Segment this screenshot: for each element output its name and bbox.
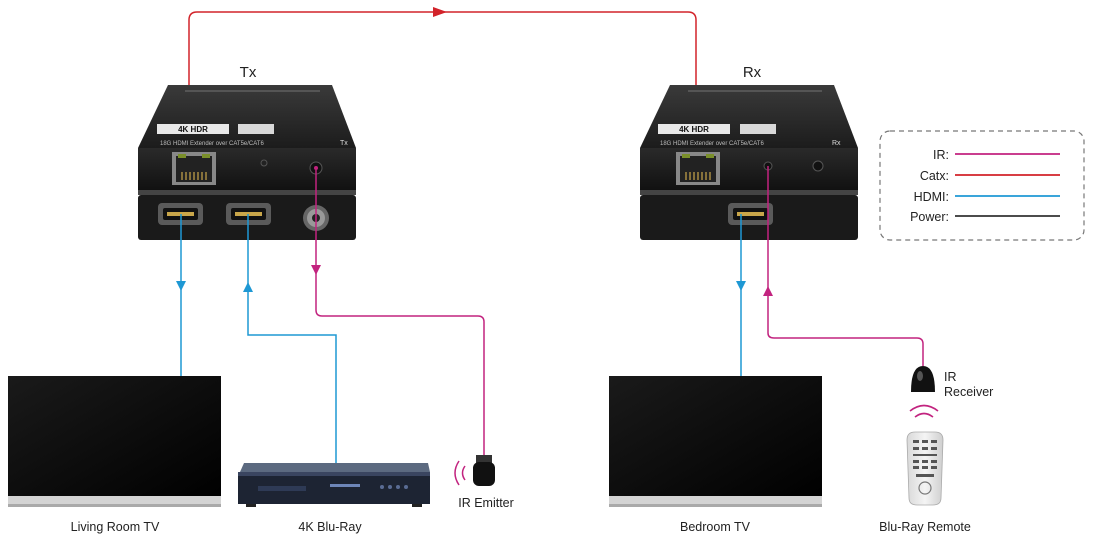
bluray-remote-label: Blu-Ray Remote	[879, 520, 971, 534]
catx-direction-arrow	[433, 7, 447, 17]
tx-hdmi-logo	[238, 124, 274, 134]
hdmi-arrows	[176, 281, 746, 292]
bluray-remote	[906, 404, 944, 506]
bedroom-tv	[609, 376, 822, 507]
ir-cables	[315, 166, 924, 455]
svg-text:Rx: Rx	[832, 140, 841, 147]
tx-title: Tx	[240, 64, 257, 81]
svg-text:18G HDMI Extender over CAT5e/C: 18G HDMI Extender over CAT5e/CAT6	[160, 141, 264, 147]
rx-hdmi-out-port	[728, 203, 773, 225]
rx-hdmi-logo	[740, 124, 776, 134]
tx-4k-hdr-badge	[157, 124, 229, 134]
legend-label-hdmi: HDMI:	[914, 190, 949, 204]
legend-box	[879, 130, 1085, 241]
ir-receiver	[911, 366, 935, 392]
svg-text:18G HDMI Extender over CAT5e/C: 18G HDMI Extender over CAT5e/CAT6	[660, 141, 764, 147]
legend: IR: Catx: HDMI: Power:	[879, 130, 1085, 241]
ir-emitter	[454, 455, 495, 486]
rx-title: Rx	[743, 64, 762, 81]
svg-text:4K HDR: 4K HDR	[178, 125, 208, 134]
bedroom-tv-label: Bedroom TV	[680, 520, 751, 534]
svg-text:4K HDR: 4K HDR	[679, 125, 709, 134]
ir-signal-icon	[454, 460, 466, 486]
legend-label-catx: Catx:	[920, 169, 949, 183]
remote-signal-icon	[909, 404, 939, 418]
legend-label-ir: IR:	[933, 148, 949, 162]
rx-4k-hdr-badge	[658, 124, 730, 134]
tx-rj45-port	[172, 152, 216, 185]
bluray-player-label: 4K Blu-Ray	[298, 520, 362, 534]
ir-emitter-label: IR Emitter	[458, 496, 514, 510]
bluray-player	[238, 463, 430, 507]
ir-receiver-label-line1: IR	[944, 370, 957, 384]
rx-rj45-port	[676, 152, 720, 185]
catx-cable	[188, 7, 697, 165]
living-room-tv	[8, 376, 221, 507]
hdmi-cables	[180, 214, 742, 463]
tx-device: Tx 4K HDR 18G HDMI Extender over CAT5e/C…	[138, 64, 356, 240]
ir-receiver-label-line2: Receiver	[944, 385, 993, 399]
svg-text:Tx: Tx	[340, 140, 348, 147]
rx-device: Rx 4K HDR 18G HDMI Extender over CAT5e/C…	[640, 64, 858, 240]
living-room-tv-label: Living Room TV	[71, 520, 160, 534]
ir-arrows	[311, 265, 773, 296]
legend-label-power: Power:	[910, 210, 949, 224]
